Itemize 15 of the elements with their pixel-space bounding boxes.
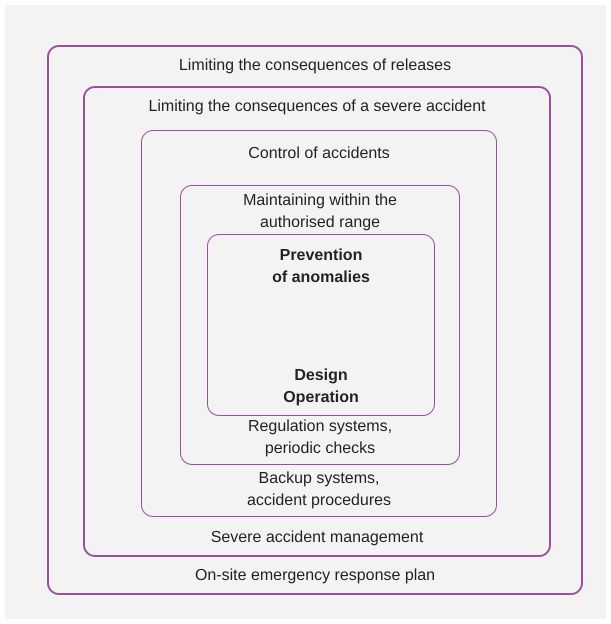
box-footer: Design Operation — [271, 365, 371, 409]
box-heading: Maintaining within the authorised range — [242, 191, 398, 233]
box-heading: Prevention of anomalies — [271, 246, 371, 288]
nested-box — [141, 130, 497, 517]
box-heading: Control of accidents — [247, 144, 391, 164]
nested-box — [47, 45, 583, 595]
box-footer: On-site emergency response plan — [65, 565, 565, 587]
box-heading: Limiting the consequences of releases — [178, 56, 452, 76]
nested-box — [83, 86, 551, 557]
box-footer: Severe accident management — [92, 527, 542, 549]
nested-box — [207, 234, 435, 416]
nested-box — [180, 185, 460, 465]
box-heading: Limiting the consequences of a severe accident — [147, 97, 487, 117]
box-footer: Regulation systems, periodic checks — [238, 416, 402, 460]
box-footer: Backup systems, accident procedures — [236, 468, 402, 512]
